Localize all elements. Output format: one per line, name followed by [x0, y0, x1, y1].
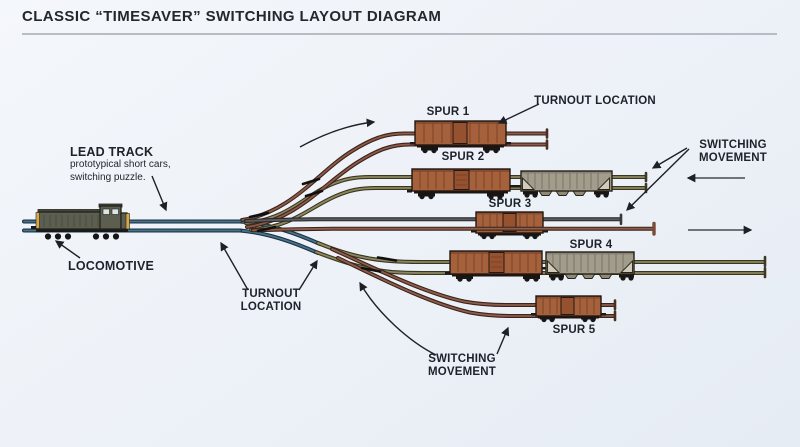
switching-right-label: SWITCHING MOVEMENT [699, 139, 767, 165]
switching-right-line1: SWITCHING [699, 139, 767, 151]
spur3-boxcar [471, 211, 548, 240]
spur-3-label: SPUR 3 [488, 198, 532, 210]
switching-right-arrow-1 [651, 147, 688, 169]
spur-3-track [244, 217, 622, 223]
spur2-boxcar [407, 168, 522, 200]
turnout-left-line1: TURNOUT [242, 288, 300, 300]
switching-bottom-label: SWITCHING MOVEMENT [428, 353, 496, 379]
switching-right-line2: MOVEMENT [698, 152, 768, 164]
turnout-left-arrow-2 [298, 259, 318, 291]
spur-5-label: SPUR 5 [552, 324, 596, 336]
switching-bottom-arrow-1 [359, 281, 437, 356]
turnout-left-arrow-1 [220, 241, 249, 291]
turnout-point-bars [248, 177, 398, 273]
lead-track-caption-1: prototypical short cars, [70, 159, 171, 170]
locomotive-arrow [54, 240, 81, 259]
switching-right-arrow-2 [626, 148, 690, 211]
turnout-left-line2: LOCATION [240, 301, 302, 313]
spur4-boxcar [445, 250, 547, 282]
title-divider [22, 33, 777, 35]
lead-track-caption-2: switching puzzle. [70, 171, 146, 183]
locomotive [31, 203, 130, 240]
switching-bottom-arrow-2 [496, 326, 510, 355]
spur-1-label: SPUR 1 [426, 106, 470, 118]
turnout-top-label: TURNOUT LOCATION [534, 95, 656, 107]
turnout-left-label: TURNOUT LOCATION [241, 288, 302, 314]
spur2-hopper [520, 170, 613, 198]
spur-4-label: SPUR 4 [569, 239, 613, 251]
track-bumpers [545, 128, 767, 322]
spur5-boxcar [531, 295, 606, 323]
spur-2-label: SPUR 2 [441, 151, 485, 163]
spur1-boxcar [410, 120, 511, 154]
lead-track-arrow [151, 175, 168, 212]
switching-bottom-line2: MOVEMENT [427, 366, 497, 378]
page-title: CLASSIC “TIMESAVER” SWITCHING LAYOUT DIA… [22, 8, 442, 25]
lead-track-label: LEAD TRACK prototypical short cars, swit… [70, 146, 171, 184]
switching-bottom-line1: SWITCHING [428, 353, 496, 365]
spur4-hopper [545, 251, 635, 281]
turnout-top-arrow [497, 103, 540, 124]
spur1-motion-arrow [299, 118, 376, 148]
lead-tail-track [251, 226, 654, 233]
locomotive-label: LOCOMOTIVE [68, 259, 155, 273]
lead-track-heading: LEAD TRACK [70, 145, 154, 159]
